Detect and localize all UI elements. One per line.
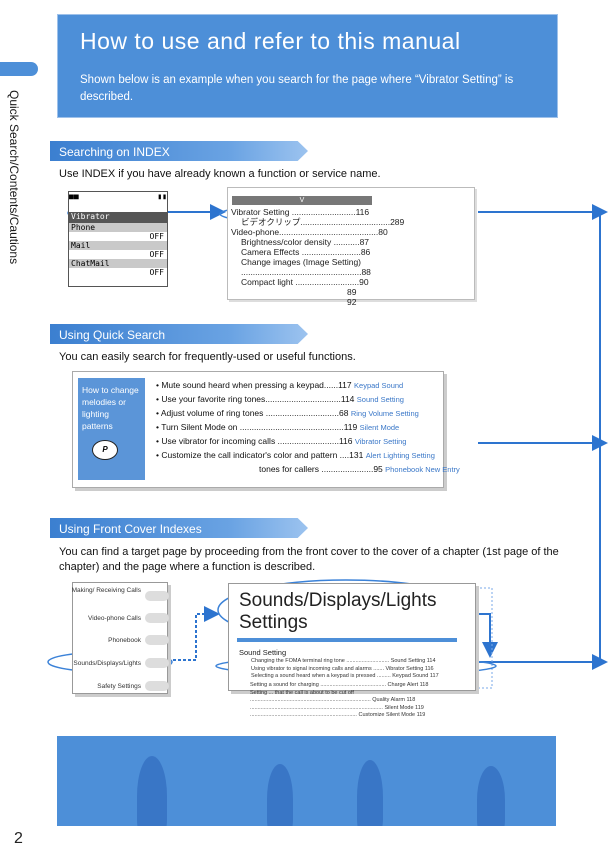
phone-screen: ■■ ▮▮ Vibrator Phone OFF Mail OFF ChatMa…	[68, 191, 168, 287]
pushtalk-icon: P	[92, 440, 118, 460]
phone-row-value: OFF	[69, 250, 167, 259]
section-title-index: Searching on INDEX	[59, 145, 170, 159]
section-bar-cover	[50, 518, 308, 538]
chapter-line: ........................................…	[250, 704, 424, 711]
chapter-title: Sounds/Displays/Lights Settings	[239, 590, 437, 633]
phone-row-label: Mail	[69, 241, 167, 250]
phone-row-label: Phone	[69, 223, 167, 232]
index-line: 89	[347, 287, 357, 297]
person-silhouette-icon	[137, 756, 167, 826]
list-item: • Turn Silent Mode on ..................…	[156, 422, 400, 432]
cover-tab	[145, 591, 169, 601]
section-title-quick: Using Quick Search	[59, 328, 166, 342]
chapter-list: Changing the FOMA terminal ring tone ...…	[251, 658, 439, 681]
chapter-page: Sounds/Displays/Lights Settings Sound Se…	[228, 583, 476, 691]
page-title: How to use and refer to this manual	[80, 28, 461, 54]
index-line: ビデオクリップ.................................…	[241, 217, 405, 227]
section-bar-quick	[50, 324, 308, 344]
chapter-line: Setting ... that the call is about to be…	[250, 689, 354, 696]
chapter-divider	[237, 638, 457, 642]
person-silhouette-icon	[357, 760, 383, 826]
page-subtitle: Shown below is an example when you searc…	[80, 74, 514, 103]
list-item: • Customize the call indicator's color a…	[156, 450, 435, 460]
cover-tab	[145, 681, 169, 691]
chapter-line: ........................................…	[250, 697, 416, 703]
index-line: 92	[347, 297, 357, 307]
chapter-subtitle: Sound Setting	[239, 648, 287, 657]
phone-selected-item: Vibrator	[69, 212, 167, 223]
quick-search-side-label: How to change melodies or lighting patte…	[82, 385, 139, 431]
index-line: Vibrator Setting .......................…	[231, 207, 370, 217]
section-desc-index: Use INDEX if you have already known a fu…	[59, 168, 381, 180]
index-line: Compact light ..........................…	[241, 277, 369, 287]
list-item: • Mute sound heard when pressing a keypa…	[156, 380, 404, 390]
front-cover: Making/ Receiving Calls Video-phone Call…	[71, 582, 169, 694]
list-item: • Use vibrator for incoming calls ......…	[156, 436, 407, 446]
list-item: • Use your favorite ring tones..........…	[156, 394, 404, 404]
cover-item: Sounds/Displays/Lights	[73, 660, 141, 667]
cover-item: Making/ Receiving Calls	[71, 587, 141, 594]
chapter-line: Changing the FOMA terminal ring tone ...…	[251, 658, 436, 664]
index-line: Video-phone.............................…	[231, 227, 388, 237]
quick-search-side-panel: How to change melodies or lighting patte…	[78, 378, 145, 480]
index-line: ........................................…	[241, 267, 371, 277]
cover-item: Safety Settings	[97, 683, 141, 690]
chapter-line: Selecting a sound heard when a keypad is…	[251, 673, 439, 679]
status-bar: ■■ ▮▮	[69, 192, 167, 204]
person-silhouette-icon	[477, 766, 505, 826]
phone-row-value: OFF	[69, 268, 167, 277]
section-title-cover: Using Front Cover Indexes	[59, 522, 202, 536]
section-desc-cover: You can find a target page by proceeding…	[59, 546, 559, 573]
phone-row-value: OFF	[69, 232, 167, 241]
cover-item: Phonebook	[108, 637, 141, 644]
cover-tab	[145, 658, 169, 668]
chapter-list-overflow: Setting a sound for charging ...........…	[250, 682, 428, 720]
decorative-footer-band	[57, 736, 556, 826]
cover-tab	[145, 635, 169, 645]
index-letter: V	[232, 196, 372, 205]
cover-tab	[145, 613, 169, 623]
cover-item: Video-phone Calls	[88, 615, 141, 622]
section-desc-quick: You can easily search for frequently-use…	[59, 351, 356, 363]
page-header	[57, 14, 558, 118]
page-number: 2	[14, 830, 23, 847]
list-item: tones for callers ......................…	[259, 464, 460, 474]
chapter-line: ........................................…	[250, 712, 426, 718]
list-item: • Adjust volume of ring tones ..........…	[156, 408, 419, 418]
side-tab-label: Quick Search/Contents/Cautions	[7, 90, 21, 265]
chapter-line: Using vibrator to signal incoming calls …	[251, 665, 434, 672]
index-page: V Vibrator Setting .....................…	[227, 187, 475, 307]
index-line: Camera Effects .........................…	[241, 247, 371, 257]
section-bar-index	[50, 141, 308, 161]
phone-row-label: ChatMail	[69, 259, 167, 268]
person-silhouette-icon	[267, 764, 293, 826]
index-line: Change images (Image Setting)	[241, 257, 362, 267]
index-line: Brightness/color density ...........87	[241, 237, 370, 247]
side-tab-marker	[0, 62, 38, 76]
quick-search-list: • Mute sound heard when pressing a keypa…	[156, 380, 460, 478]
chapter-line: Setting a sound for charging ...........…	[250, 682, 429, 688]
